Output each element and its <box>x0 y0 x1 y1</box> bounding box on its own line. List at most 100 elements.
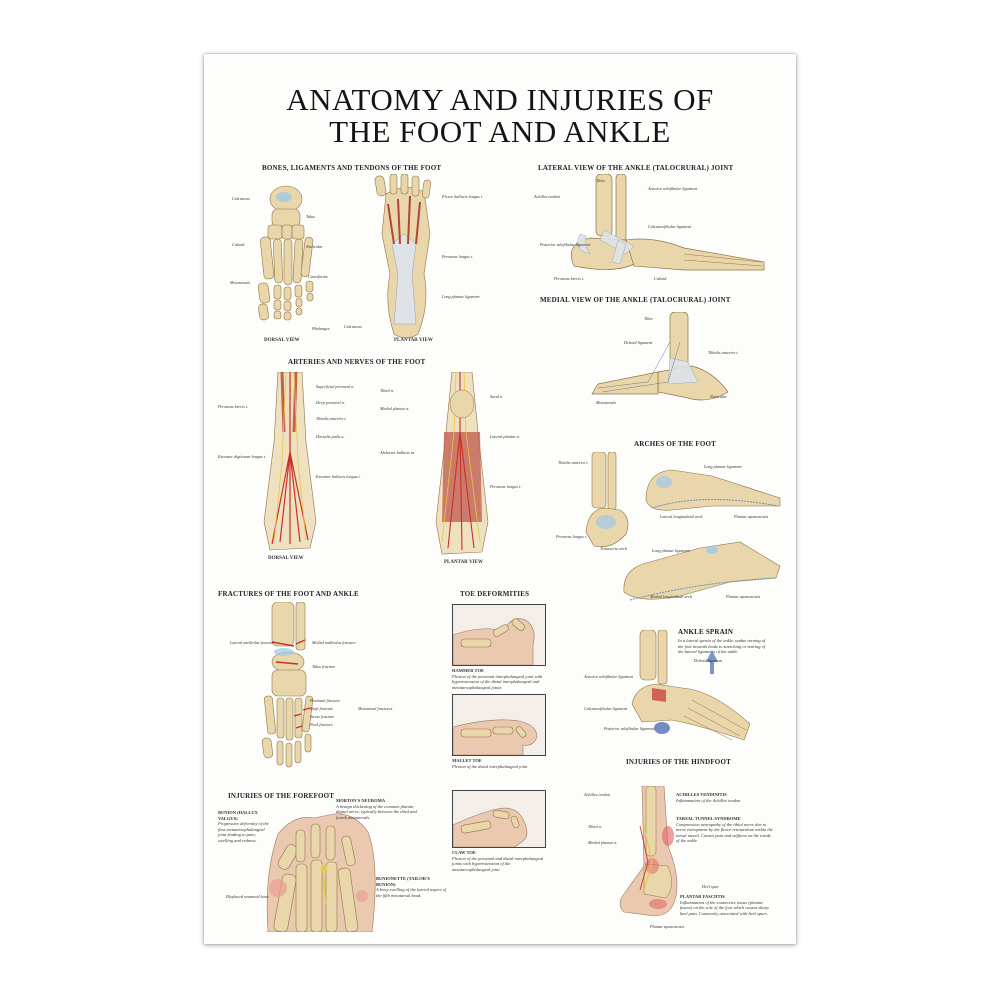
label-transverse-arch: Transverse arch <box>600 546 627 551</box>
label-lateral-peroneus-brevis: Peroneus brevis t. <box>554 276 585 281</box>
bunion-title: BUNION (HALLUX VALGUS) <box>218 810 258 821</box>
dorsal-foot-bones-illustration <box>257 185 314 321</box>
label-navicular: Navicular <box>306 244 323 249</box>
achilles-title: ACHILLES TENDINITIS <box>676 792 727 797</box>
mallet-toe-text: Flexion of the distal interphalangeal jo… <box>452 763 528 769</box>
mallet-toe-caption: MALLET TOE Flexion of the distal interph… <box>452 758 548 769</box>
bunion-text: Progressive deformity of the first metat… <box>218 821 269 843</box>
claw-toe-caption: CLAW TOE Flexion of the proximal and dis… <box>452 850 548 872</box>
hammer-toe-illustration <box>453 618 535 665</box>
plantar-view-label-arteries: PLANTAR VIEW <box>444 560 483 565</box>
forefoot-illustration <box>266 813 376 932</box>
bunionette-text: A bony swelling of the lateral aspect of… <box>376 887 447 898</box>
label-heel-spur: Heel spur <box>702 884 719 889</box>
dorsal-arteries-illustration <box>263 372 317 551</box>
label-hindfoot-plantar-fascia: Plantar aponeurosis <box>650 924 685 929</box>
arch-ankle-back-illustration <box>585 452 629 548</box>
plantar-fasciitis-text: Inflammation of the connective tissue (p… <box>680 899 769 916</box>
label-medial-navicular: Navicular <box>710 394 727 399</box>
claw-toe-title: CLAW TOE <box>452 850 476 855</box>
section-fractures-heading: FRACTURES OF THE FOOT AND ANKLE <box>218 590 359 598</box>
morton-title: MORTON'S NEUROMA <box>336 798 386 803</box>
achilles-caption: ACHILLES TENDINITIS Inflammation of the … <box>676 792 772 803</box>
medial-arch-illustration <box>623 541 781 601</box>
label-medial-tibia: Tibia <box>644 316 653 321</box>
section-arteries-heading: ARTERIES AND NERVES OF THE FOOT <box>288 358 426 366</box>
hindfoot-illustration <box>619 786 678 917</box>
label-tibialis-ant: Tibialis anterior t. <box>316 416 347 421</box>
anatomy-poster: ANATOMY AND INJURIES OF THE FOOT AND ANK… <box>204 54 796 944</box>
hammer-toe-title: HAMMER TOE <box>452 668 484 673</box>
label-sprain-deltoid: Deltoid ligament <box>694 658 723 663</box>
label-metatarsal-fx: Metatarsal fractures <box>358 706 393 711</box>
section-lateral-heading: LATERAL VIEW OF THE ANKLE (TALOCRURAL) J… <box>538 164 734 172</box>
label-sprain-cfl: Calcaneofibular ligament <box>584 706 628 711</box>
label-medial-tibialis: Tibialis anterior t. <box>708 350 739 355</box>
mallet-toe-frame <box>452 694 546 756</box>
plantar-view-label: PLANTAR VIEW <box>394 338 433 343</box>
label-tibial-n: Tibial n. <box>380 388 394 393</box>
fracture-foot-illustration <box>261 602 314 768</box>
label-medial-malleolus-fx: Medial malleolus fracture <box>312 640 356 645</box>
tarsal-tunnel-text: Compression neuropathy of the tibial ner… <box>676 821 773 844</box>
label-hindfoot-achilles: Achilles tendon <box>584 792 610 797</box>
dorsal-view-label-arteries: DORSAL VIEW <box>268 556 304 561</box>
label-abductor-hallucis: Abductor hallucis m. <box>380 450 416 455</box>
label-lateral-cuboid: Cuboid <box>654 276 667 281</box>
medial-ankle-illustration <box>591 312 729 401</box>
label-phalanges: Phalanges <box>312 326 330 331</box>
label-flexor-hallucis: Flexor hallucis longus t. <box>442 194 483 199</box>
label-sup-peroneal: Superficial peroneal n. <box>316 384 355 389</box>
label-peroneus-longus: Peroneus longus t. <box>442 254 474 259</box>
label-calcaneus: Calcaneus <box>232 196 250 201</box>
lateral-arch-illustration <box>645 469 781 511</box>
lateral-ankle-illustration <box>570 174 765 271</box>
label-lateral-atfl: Anterior talofibular ligament <box>648 186 697 191</box>
label-arch-long-plantar-2: Long plantar ligament <box>652 548 690 553</box>
label-sprain-atfl: Anterior talofibular ligament <box>584 674 633 679</box>
claw-toe-text: Flexion of the proximal and distal inter… <box>452 855 544 872</box>
label-ext-hallucis: Extensor hallucis longus t. <box>316 474 361 479</box>
tarsal-tunnel-title: TARSAL TUNNEL SYNDROME <box>676 816 741 821</box>
label-medial-deltoid: Deltoid ligament <box>624 340 653 345</box>
bunion-caption: BUNION (HALLUX VALGUS) Progressive defor… <box>218 810 270 843</box>
plantar-fasciitis-title: PLANTAR FASCIITIS <box>680 894 725 899</box>
plantar-fasciitis-caption: PLANTAR FASCIITIS Inflammation of the co… <box>680 894 776 916</box>
hammer-toe-frame <box>452 604 546 666</box>
mallet-toe-illustration <box>453 719 538 755</box>
section-forefoot-heading: INJURIES OF THE FOREFOOT <box>228 792 335 800</box>
label-talus-fx: Talus fracture <box>312 664 336 669</box>
label-talus: Talus <box>306 214 315 219</box>
ankle-sprain-illustration <box>631 630 751 741</box>
section-hindfoot-heading: INJURIES OF THE HINDFOOT <box>626 758 731 766</box>
label-sprain-ptfl: Posterior talofibular ligament <box>604 726 655 731</box>
morton-text: A benign thickening of the common planta… <box>336 803 417 820</box>
label-arch-long-plantar: Long plantar ligament <box>704 464 742 469</box>
bunionette-title: BUNIONETTE (TAILOR'S BUNION) <box>376 876 430 887</box>
section-bones-heading: BONES, LIGAMENTS AND TENDONS OF THE FOOT <box>262 164 442 172</box>
label-displaced-bone: Displaced sesamoid bone <box>226 894 269 899</box>
label-proximal-fx: Proximal fracture <box>310 698 340 703</box>
plantar-foot-ligaments-illustration <box>374 174 432 339</box>
label-lateral-malleolus-fx: Lateral malleolus fracture <box>230 640 275 645</box>
title-line-1: ANATOMY AND INJURIES OF <box>286 82 714 117</box>
label-medial-arch: Medial longitudinal arch <box>650 594 692 599</box>
label-medial-metatarsals: Metatarsals <box>596 400 617 405</box>
label-deep-peroneal: Deep peroneal n. <box>316 400 345 405</box>
morton-caption: MORTON'S NEUROMA A benign thickening of … <box>336 798 426 820</box>
sprain-caption: In a lateral sprain of the ankle, undue … <box>678 638 766 654</box>
tarsal-tunnel-caption: TARSAL TUNNEL SYNDROME Compression neuro… <box>676 816 774 844</box>
label-dorsalis-pedis: Dorsalis pedis a. <box>316 434 345 439</box>
section-arches-heading: ARCHES OF THE FOOT <box>634 440 716 448</box>
label-long-plantar: Long plantar ligament <box>442 294 480 299</box>
label-hindfoot-tibial: Tibial n. <box>588 824 602 829</box>
label-lateral-tibia: Tibia <box>596 178 605 183</box>
achilles-text: Inflammation of the Achilles tendon <box>676 797 741 803</box>
mallet-toe-title: MALLET TOE <box>452 758 482 763</box>
title-line-2: THE FOOT AND ANKLE <box>329 114 671 149</box>
label-arch-plantar-fascia: Plantar aponeurosis <box>734 514 769 519</box>
label-medial-plantar: Medial plantar a. <box>380 406 410 411</box>
dorsal-view-label: DORSAL VIEW <box>264 338 300 343</box>
label-hindfoot-medial-plantar: Medial plantar a. <box>588 840 618 845</box>
label-lateral-plantar: Lateral plantar a. <box>490 434 520 439</box>
